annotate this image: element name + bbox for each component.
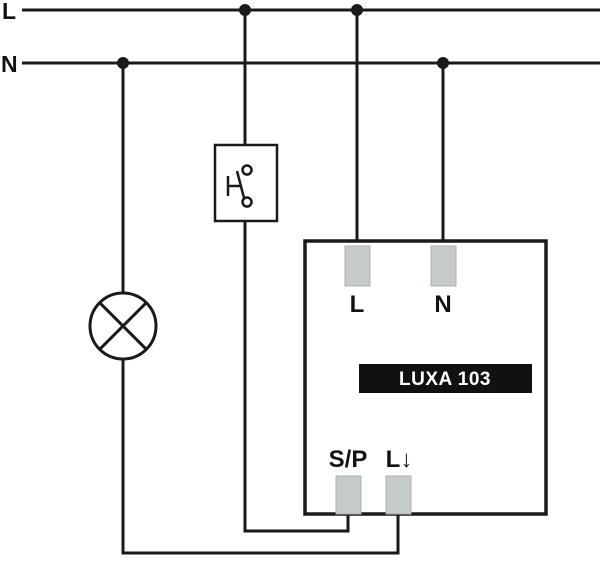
supply-line-n-label: N	[1, 51, 18, 77]
lamp-icon	[88, 291, 158, 361]
terminal-n-label: N	[434, 291, 451, 318]
terminal-sp-label: S/P	[329, 446, 368, 473]
supply-line-l-label: L	[2, 0, 16, 24]
terminal-l-label: L	[350, 291, 365, 318]
switch-contact-bottom	[241, 196, 253, 208]
terminal-n	[430, 245, 457, 287]
switch-blade	[235, 170, 246, 199]
push-button-switch-icon	[213, 143, 279, 223]
wire-switch-to-sp	[243, 221, 350, 533]
lamp-cross-line-2	[98, 301, 148, 351]
wire-lamp-to-lout	[121, 359, 400, 555]
switch-contact-top	[241, 164, 253, 176]
switch-box	[213, 143, 279, 223]
device-model-label: LUXA 103	[399, 369, 491, 390]
terminal-l	[344, 245, 371, 287]
device-model-bar	[359, 364, 532, 393]
device-luxa103: L N LUXA 103 S/P L↓	[303, 239, 548, 516]
terminal-sp	[335, 475, 362, 515]
terminal-lout-label: L↓	[386, 446, 413, 473]
terminal-lout	[385, 475, 412, 515]
